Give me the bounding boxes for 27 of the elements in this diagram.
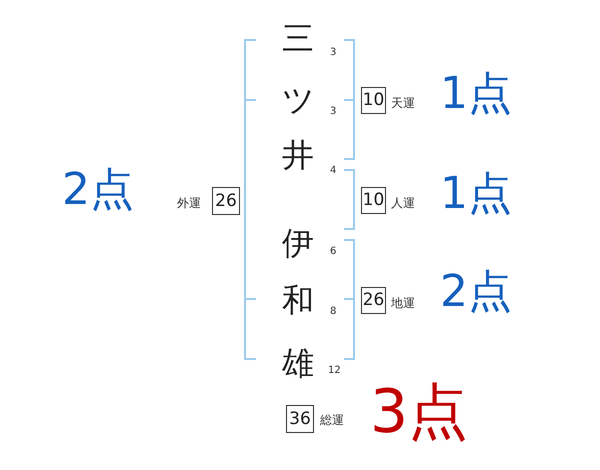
stroke-count: 3 — [330, 107, 336, 117]
stroke-count: 8 — [330, 307, 336, 317]
stroke-total-box: 10 — [361, 187, 386, 214]
fortune-label: 人運 — [391, 197, 415, 209]
stroke-total-box: 26 — [361, 287, 386, 314]
name-character: 雄 — [282, 347, 314, 379]
name-character: ツ — [282, 84, 315, 116]
fortune-label: 地運 — [391, 297, 415, 309]
name-character: 三 — [282, 22, 314, 54]
stroke-count: 3 — [330, 48, 336, 58]
points-text: 2点 — [62, 168, 134, 212]
points-text: 1点 — [440, 172, 512, 216]
stroke-count: 12 — [328, 366, 341, 376]
fortune-label: 総運 — [320, 414, 344, 426]
name-character: 伊 — [282, 227, 314, 259]
fortune-label: 天運 — [391, 97, 415, 109]
stroke-total-box: 26 — [212, 187, 240, 215]
stroke-total-box: 36 — [286, 405, 314, 433]
stroke-count: 4 — [330, 166, 336, 176]
name-character: 和 — [282, 284, 314, 316]
name-character: 井 — [282, 139, 314, 171]
fortune-label: 外運 — [177, 197, 201, 209]
points-text: 3点 — [370, 382, 468, 442]
points-text: 1点 — [440, 72, 512, 116]
stroke-total-box: 10 — [361, 87, 386, 114]
stroke-count: 6 — [330, 247, 336, 257]
points-text: 2点 — [440, 270, 512, 314]
